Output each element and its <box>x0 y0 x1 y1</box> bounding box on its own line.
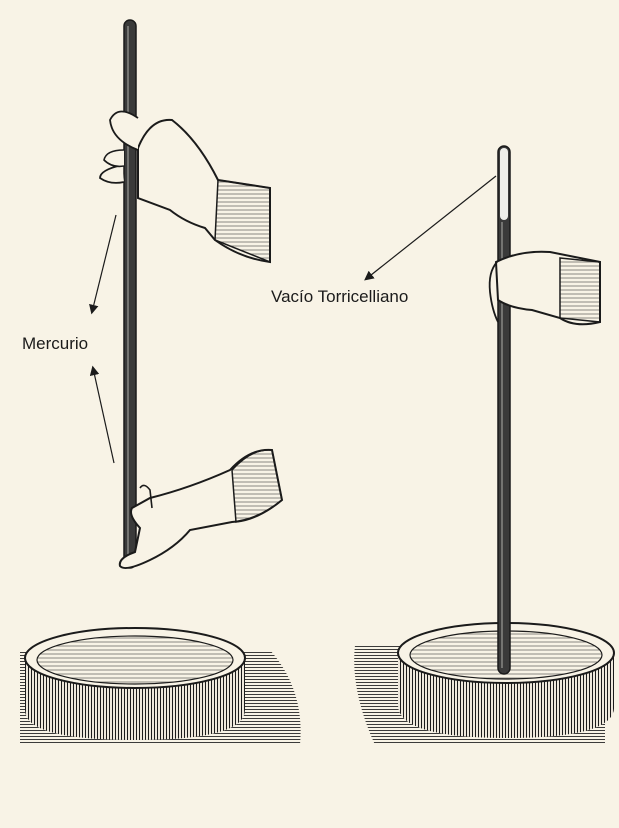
left-glass-tube <box>124 20 136 568</box>
left-mercury-dish <box>25 628 245 740</box>
torricellian-vacuum-label: Vacío Torricelliano <box>271 288 408 305</box>
mercury-arrow-bottom <box>93 368 114 463</box>
left-lower-hand <box>120 450 282 568</box>
vacuum-arrow <box>366 176 496 279</box>
right-glass-tube <box>498 146 510 674</box>
torricellian-vacuum-section <box>500 148 508 220</box>
mercury-label: Mercurio <box>22 335 88 352</box>
mercury-arrow-top <box>92 215 116 312</box>
